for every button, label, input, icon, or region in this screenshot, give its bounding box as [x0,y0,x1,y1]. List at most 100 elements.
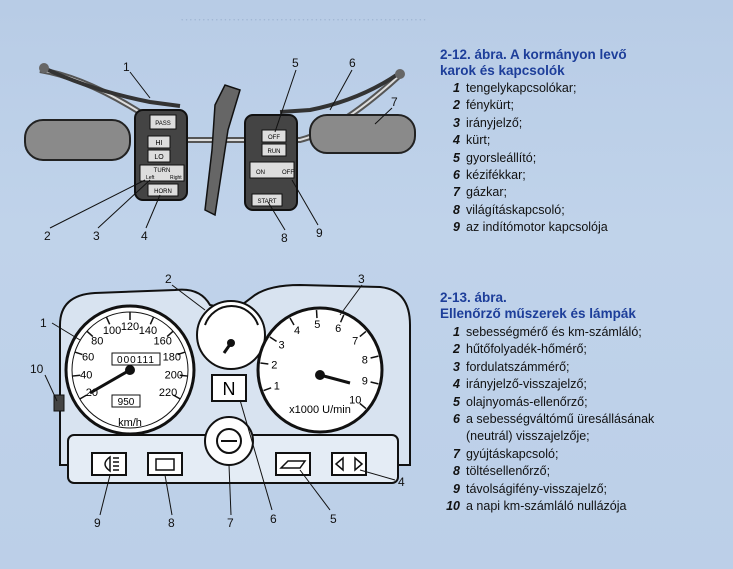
gauge-tick-label: 7 [352,335,358,347]
callout-9: 9 [316,226,323,240]
gauge-tick-label: 6 [335,323,341,335]
left-grip [24,119,131,161]
label-start: START [257,199,276,205]
label-horn: HORN [154,189,172,195]
legend-item: 4 kürt; [446,132,608,149]
legend-number: 6 [453,167,460,182]
callout-2: 2 [44,229,51,243]
legend-number: 3 [453,359,460,374]
gauge-tick-label: 3 [279,340,285,352]
charge-indicator [147,452,183,476]
gauge-tick [105,316,111,325]
label-pass: PASS [155,121,171,127]
legend-item: 1 sebességmérő és km-számláló; [440,324,654,341]
callout-p8: 8 [168,516,175,530]
gauge-tick-label: 8 [362,354,368,366]
label-off: OFF [268,135,280,141]
legend-text: irányjelző; [466,115,523,130]
callout-p7: 7 [227,516,234,530]
label-right: Right [170,175,182,181]
gauge-tick [370,381,379,385]
legend-text: a napi km-számláló nullázója [466,498,627,513]
legend-number: 2 [453,98,460,113]
gauge-tick-label: 10 [349,395,361,407]
legend-number: 8 [453,202,460,217]
callout-p1: 1 [40,316,47,330]
callout-p5: 5 [330,512,337,526]
gauge-tick-label: 9 [362,376,368,388]
legend-number: 1 [453,325,460,339]
gauge-tick-label: 120 [121,321,139,333]
gauge-tick-label: 60 [82,351,94,363]
legend-number: 8 [453,464,460,479]
callout-8: 8 [281,231,288,245]
fig2-title-line1: 2-13. ábra. [440,290,507,305]
brake-lever [279,72,400,114]
oil-pressure-indicator [275,452,311,476]
legend-number: 10 [446,498,460,513]
gauge-tick [289,317,295,326]
legend-number: 5 [453,394,460,409]
speedometer: 20406080100120140160180200220 000111 950… [64,304,196,436]
label-on: ON [256,170,265,176]
legend-number: 4 [453,133,460,148]
callout-1: 1 [123,60,130,74]
label-turn: TURN [154,168,171,174]
legend-text: kézifékkar; [466,167,526,182]
trip-meter: 950 [118,397,135,408]
gauge-tick [359,330,367,338]
instrument-panel-figure: 20406080100120140160180200220 000111 950… [30,272,411,530]
clutch-lever [43,66,181,108]
legend-text: az indítómotor kapcsolója [466,220,608,235]
legend-text: hűtőfolyadék-hőmérő; [466,342,587,357]
legend-text: (neutrál) visszajelzője; [466,429,590,444]
label-left: Left [146,175,155,181]
gauge-tick-label: 2 [271,360,277,372]
legend-text: fordulatszámmérő; [466,359,570,374]
gauge-tick [269,336,277,343]
gauge-tick-label: 4 [294,325,300,337]
legend-number: 2 [453,342,460,357]
callout-3: 3 [93,229,100,243]
callout-7: 7 [391,95,398,109]
legend-number: 7 [453,446,460,461]
gauge-tick [177,351,186,356]
speed-unit: km/h [118,417,142,429]
legend-number: 6 [453,411,460,426]
legend-number: 4 [453,377,460,392]
coolant-temp-gauge [196,300,266,370]
label-lo: LO [154,154,164,161]
fig1-title-line1: 2-12. ábra. A kormányon levő [440,47,627,62]
gauge-tick-label: 100 [103,325,121,337]
gauge-tick [370,355,379,359]
legend-item: 10 a napi km-számláló nullázója [440,498,654,515]
callout-6: 6 [349,56,356,70]
callout-p9: 9 [94,516,101,530]
label-off2: OFF [282,170,294,176]
callout-p4: 4 [398,475,405,489]
callout-p2: 2 [165,272,172,286]
legend-number: 9 [453,481,460,496]
legend-text: világításkapcsoló; [466,202,565,217]
legend-text: kürt; [466,133,491,148]
gauge-tick-label: 40 [80,370,92,382]
legend-text: távolságifény-visszajelző; [466,481,608,496]
legend-item: 6 kézifékkar; [446,167,608,184]
gauge-tick [166,330,174,338]
legend-text: sebességmérő és km-számláló; [466,325,642,339]
gauge-tick-label: 220 [159,387,177,399]
legend-text: gyorsleállító; [466,150,537,165]
legend-text: irányjelző-visszajelző; [466,377,587,392]
